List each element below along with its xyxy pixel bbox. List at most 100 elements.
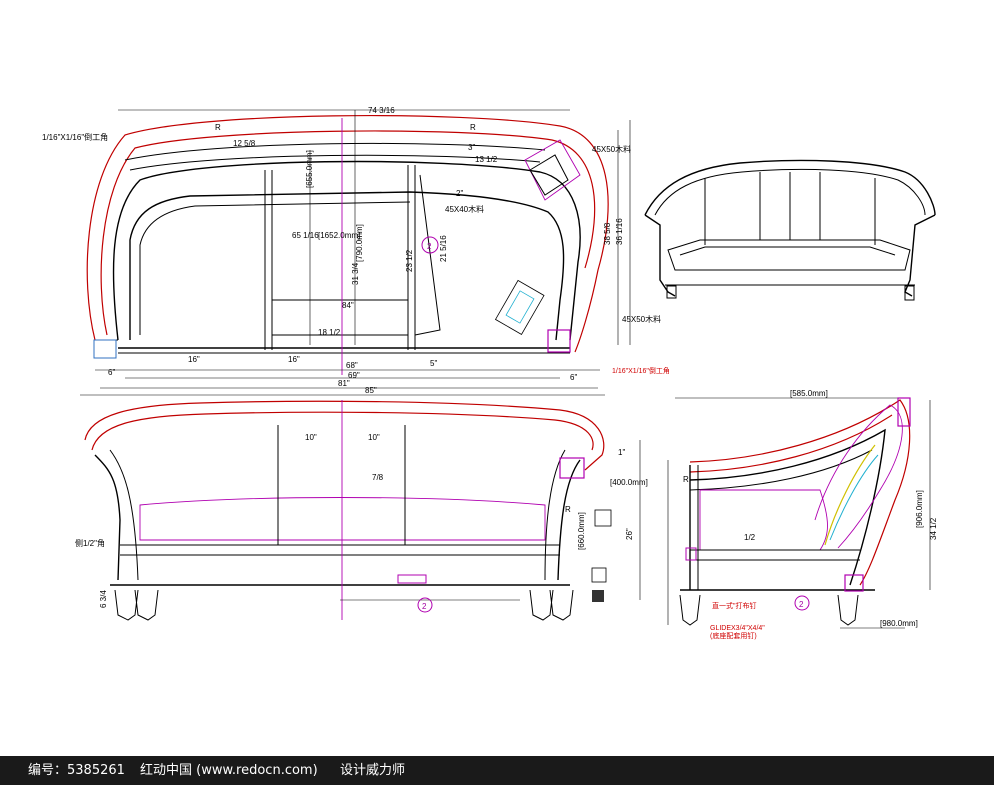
dim-31: 31 3/4 bbox=[351, 262, 360, 285]
plan-corner-joint bbox=[524, 139, 581, 201]
plan-marker-circle bbox=[421, 236, 439, 254]
wood-45x50-top: 45X50木料 bbox=[592, 144, 631, 154]
dim-10b: 10" bbox=[368, 433, 380, 442]
side-top-block bbox=[897, 397, 911, 427]
cad-drawing-canvas: 2 1/16"X1/16"倒工角 R R 74 3/16 45X50木料 45X… bbox=[42, 106, 938, 640]
plan-frame-inner-2 bbox=[139, 201, 411, 335]
persp-seat-frame bbox=[667, 239, 911, 271]
wood-45x40: 45X40木料 bbox=[445, 204, 484, 214]
r-top-right: R bbox=[470, 123, 476, 132]
front-mid-block bbox=[397, 574, 427, 584]
dim-38: 38 5/8 bbox=[603, 222, 612, 245]
side-view: 2 R [585.0mm] [906.0mm] [980.0mm] [400.0… bbox=[610, 389, 938, 640]
front-section-1 bbox=[594, 509, 612, 527]
dim-1: 1" bbox=[618, 448, 625, 457]
plan-corner-joint-2 bbox=[529, 154, 569, 196]
dim-81: 81" bbox=[338, 379, 350, 388]
side-marker-label: 2 bbox=[799, 600, 804, 609]
plan-seat-block bbox=[494, 279, 545, 335]
front-right-arm bbox=[557, 459, 581, 581]
red-note-3: (底座配套用钉) bbox=[710, 631, 757, 640]
mm-585: [585.0mm] bbox=[790, 389, 828, 398]
plan-seat-block-inner bbox=[505, 290, 535, 324]
front-left-leg-2 bbox=[134, 589, 159, 621]
dim-10a: 10" bbox=[305, 433, 317, 442]
footer-code: 编号：5385261 bbox=[28, 763, 125, 778]
side-cushion bbox=[699, 489, 828, 551]
side-bottom-block bbox=[844, 574, 864, 592]
top-width-dim: 74 3/16 bbox=[368, 106, 395, 115]
dim-6-3: 6 3/4 bbox=[99, 590, 108, 608]
side-back-red-2 bbox=[689, 414, 893, 473]
side-front-leg bbox=[679, 594, 701, 626]
mm-906: [906.0mm] bbox=[915, 490, 924, 528]
persp-back-top-inner bbox=[654, 168, 926, 216]
plan-diag-brace bbox=[414, 174, 441, 336]
dim-21: 21 5/16 bbox=[439, 235, 448, 262]
dim-6a: 6" bbox=[108, 368, 115, 377]
front-section-3 bbox=[592, 590, 604, 602]
side-back-frame bbox=[689, 428, 886, 586]
dim-18: 18 1/2 bbox=[318, 328, 341, 337]
side-back-cushion-mag bbox=[814, 404, 903, 549]
dim-2: 2" bbox=[456, 189, 463, 198]
side-marker-circle bbox=[794, 595, 810, 611]
persp-back-top bbox=[644, 159, 936, 216]
dim-7-8: 7/8 bbox=[372, 473, 384, 482]
side-back-cushion-cyan bbox=[829, 454, 879, 541]
plan-view: 2 1/16"X1/16"倒工角 R R 74 3/16 45X50木料 45X… bbox=[42, 106, 670, 389]
footer-slogan: 设计威力师 bbox=[340, 763, 406, 778]
mm-660: [660.0mm] bbox=[577, 512, 586, 550]
front-right-leg-2 bbox=[549, 589, 574, 621]
plan-outer-red-arc bbox=[86, 114, 609, 353]
mm-790: [790.0mm] bbox=[355, 224, 364, 262]
front-right-leg bbox=[529, 589, 554, 621]
side-back-frame-2 bbox=[689, 449, 873, 491]
front-marker-circle bbox=[417, 597, 433, 613]
dim-26: 26" bbox=[625, 528, 634, 540]
footer-site: 红动中国 (www.redocn.com) bbox=[140, 763, 318, 778]
dim-69: 69" bbox=[348, 371, 360, 380]
front-section-2 bbox=[591, 567, 607, 583]
red-note-2: GLIDEX3/4"X4/4" bbox=[710, 625, 765, 632]
mm-400: [400.0mm] bbox=[610, 478, 648, 487]
r-side: R bbox=[683, 475, 689, 484]
persp-right-arm bbox=[904, 214, 936, 297]
plan-frame-inner bbox=[129, 191, 565, 341]
side-back-cushion-yellow bbox=[824, 444, 876, 546]
plan-back-rail-2 bbox=[129, 154, 541, 171]
dim-3: 3" bbox=[468, 143, 475, 152]
mm-1652: [1652.0mm] bbox=[318, 231, 360, 240]
front-seat-cushion bbox=[139, 497, 546, 541]
wood-45x50-bottom: 45X50木料 bbox=[622, 314, 661, 324]
front-top-red bbox=[84, 400, 605, 471]
dim-34: 34 1/2 bbox=[929, 517, 938, 540]
front-view: 2 R 85" 10" 10" 侧1/2"角 26" [660.0mm] 6 3… bbox=[75, 386, 641, 621]
side-back-red bbox=[689, 399, 911, 586]
front-left-arm-2 bbox=[109, 449, 139, 581]
dim-65: 65 1/16 bbox=[292, 231, 319, 240]
edge-note-right: 1/16"X1/16"倒工角 bbox=[612, 366, 670, 375]
plan-corner-block bbox=[547, 329, 571, 353]
persp-right-foot bbox=[904, 285, 915, 301]
plan-back-rail bbox=[124, 142, 546, 161]
front-corner-block bbox=[559, 457, 585, 479]
dim-1-2: 1/2 bbox=[744, 533, 756, 542]
red-note-1: 直一式"打布钉 bbox=[712, 601, 757, 610]
r-front: R bbox=[565, 505, 571, 514]
mm-655: [655.0mm] bbox=[305, 150, 314, 188]
edge-note-top: 1/16"X1/16"倒工角 bbox=[42, 132, 108, 142]
dim-68: 68" bbox=[346, 361, 358, 370]
dim-85: 85" bbox=[365, 386, 377, 395]
plan-marker-label: 2 bbox=[427, 242, 432, 251]
cad-drawing: 2 1/16"X1/16"倒工角 R R 74 3/16 45X50木料 45X… bbox=[42, 106, 938, 640]
persp-left-foot bbox=[666, 285, 677, 299]
dim-5: 5" bbox=[430, 359, 437, 368]
dim-13: 13 1/2 bbox=[475, 155, 498, 164]
front-left-leg bbox=[114, 589, 139, 621]
plan-left-foot-block bbox=[93, 339, 117, 359]
mm-980: [980.0mm] bbox=[880, 619, 918, 628]
persp-seat-frame-inner bbox=[679, 246, 896, 256]
dim-6b: 6" bbox=[570, 373, 577, 382]
front-marker-label: 2 bbox=[422, 602, 427, 611]
